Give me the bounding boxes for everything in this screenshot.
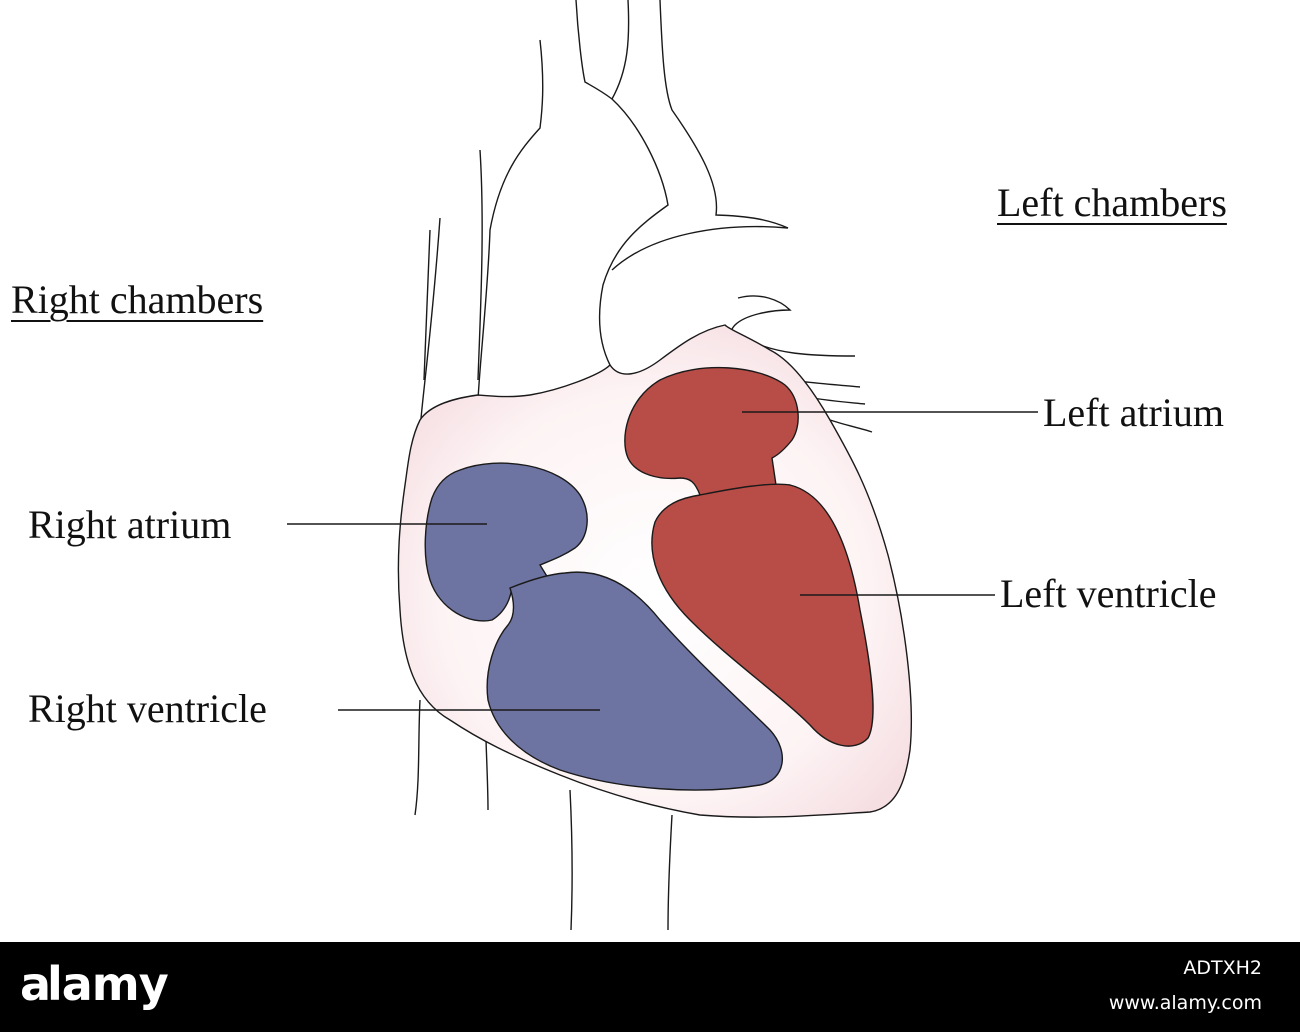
svg-text:lamy: lamy — [47, 960, 169, 1011]
left-chambers-heading: Left chambers — [997, 180, 1227, 225]
left-atrium-label: Left atrium — [1043, 390, 1225, 435]
svg-text:a: a — [20, 960, 50, 1011]
alamy-logo: a lamy — [20, 960, 170, 1011]
aorta — [477, 39, 544, 401]
vessel-outlines — [414, 0, 873, 931]
leader-lines — [287, 411, 1038, 711]
left-ventricle-label: Left ventricle — [1000, 571, 1217, 616]
right-ventricle-label: Right ventricle — [28, 686, 267, 731]
inferior-vena-cava — [414, 699, 421, 816]
heart-diagram — [287, 0, 1038, 931]
pulmonary-trunk — [598, 98, 669, 366]
right-atrium-shape — [424, 462, 588, 622]
left-atrium-shape — [624, 366, 799, 496]
right-ventricle-shape — [486, 571, 784, 791]
image-id: ADTXH2 — [1183, 957, 1262, 979]
superior-vena-cava — [419, 217, 441, 431]
watermark-footer: a lamy ADTXH2 www.alamy.com — [0, 942, 1300, 1032]
footer-url: www.alamy.com — [1108, 992, 1262, 1014]
left-ventricle-shape — [651, 483, 874, 747]
diagram-canvas: Right chambers Left chambers Left atrium… — [11, 0, 1227, 931]
right-chambers-heading: Right chambers — [11, 277, 264, 322]
right-atrium-label: Right atrium — [28, 502, 232, 547]
